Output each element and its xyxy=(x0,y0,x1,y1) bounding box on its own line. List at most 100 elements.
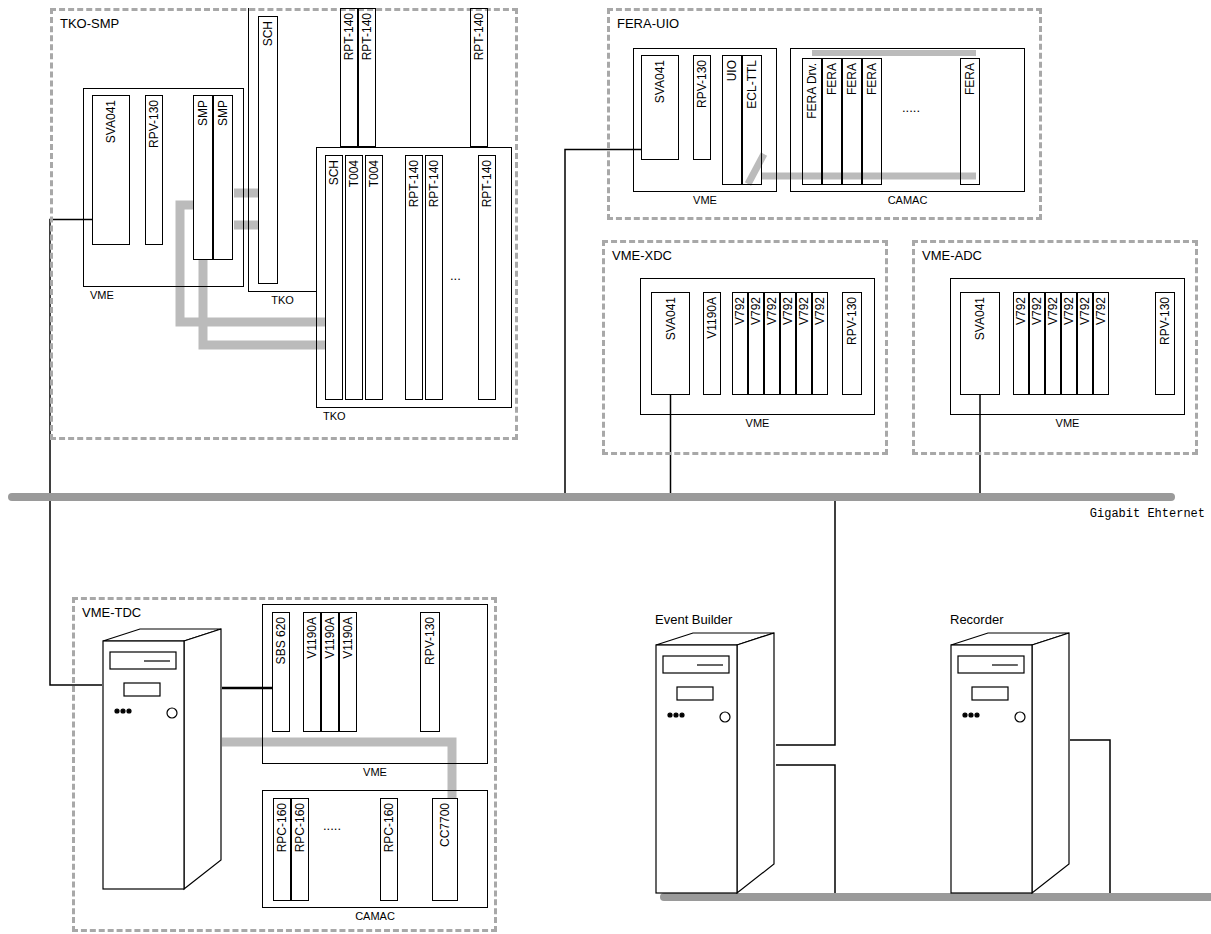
module-slot: FERA xyxy=(960,58,980,185)
crate-label: TKO xyxy=(271,294,294,306)
module-slot: SCH xyxy=(325,155,343,400)
module-name: V792 xyxy=(1062,297,1076,325)
module-name: V792 xyxy=(765,297,779,325)
module-slot: T004 xyxy=(345,155,363,400)
crate-label: CAMAC xyxy=(355,910,395,922)
module-name: FERA xyxy=(865,63,879,95)
crate-label: TKO xyxy=(323,410,346,422)
module-slot: V1190A xyxy=(321,612,339,732)
module-name: RPC-160 xyxy=(293,803,307,852)
module-name: SVA041 xyxy=(104,100,118,143)
module-name: V792 xyxy=(1030,297,1044,325)
module-name: RPV-130 xyxy=(695,60,709,108)
module-name: V792 xyxy=(813,297,827,325)
group-box: VME-XDCVMESVA041V1190AV792V792V792V792V7… xyxy=(602,240,888,455)
module-name: V792 xyxy=(797,297,811,325)
module-name: RPC-160 xyxy=(382,803,396,852)
module-slot: RPV-130 xyxy=(420,612,440,732)
module-name: V1190A xyxy=(341,617,355,659)
network-wire xyxy=(50,501,102,685)
module-slot: UIO xyxy=(722,55,742,185)
led xyxy=(127,709,131,713)
module-slot: RPT-140 xyxy=(478,155,496,400)
module-slot: V792 xyxy=(1029,292,1045,395)
module-slot: FERA xyxy=(862,58,882,185)
crate-label: VME xyxy=(90,289,114,301)
module-name: V792 xyxy=(749,297,763,325)
crate-box: VMESVA041RPV-130UIOECL-TTL xyxy=(633,48,777,192)
crate-label: VME xyxy=(693,194,717,206)
network-wire xyxy=(1070,740,1110,893)
module-name: SCH xyxy=(261,21,275,46)
ellipsis-label: ..... xyxy=(323,818,341,833)
computer-front xyxy=(103,641,184,889)
module-name: UIO xyxy=(725,60,739,81)
crate-box: VMESVA041RPV-130SMPSMP xyxy=(83,88,244,287)
module-name: RPT-140 xyxy=(472,13,486,60)
module-name: SVA041 xyxy=(664,297,678,340)
drive-bay xyxy=(677,687,713,700)
module-slot: SVA041 xyxy=(960,292,1000,395)
crate-label: VME xyxy=(1056,417,1080,429)
module-name: V792 xyxy=(781,297,795,325)
module-name: SCH xyxy=(327,160,341,185)
power-button xyxy=(1015,712,1025,722)
power-button xyxy=(720,712,730,722)
crate-label: CAMAC xyxy=(888,194,928,206)
module-name: RPT-140 xyxy=(427,160,441,207)
module-slot: RPT-140 xyxy=(425,155,443,400)
module-slot: RPC-160 xyxy=(273,798,291,901)
module-slot: V1190A xyxy=(703,292,721,395)
network-link xyxy=(50,220,92,494)
led xyxy=(975,713,979,717)
module-slot: SVA041 xyxy=(641,55,679,160)
group-title: FERA-UIO xyxy=(617,16,679,31)
computer: Event Builder xyxy=(655,612,776,894)
module-name: RPV-130 xyxy=(423,617,437,665)
module-slot: RPV-130 xyxy=(842,292,862,395)
module-name: SVA041 xyxy=(973,297,987,340)
module-slot: RPV-130 xyxy=(145,95,163,245)
module-slot: V792 xyxy=(1013,292,1029,395)
drive-bay xyxy=(124,683,160,696)
network-bus xyxy=(664,893,1211,901)
module-slot: V792 xyxy=(812,292,828,395)
computer-label: Event Builder xyxy=(655,612,732,627)
module-name: T004 xyxy=(347,160,361,187)
led xyxy=(668,713,672,717)
group-title: TKO-SMP xyxy=(60,16,119,31)
module-slot: RPV-130 xyxy=(1155,292,1175,395)
led xyxy=(680,713,684,717)
computer: Recorder xyxy=(950,612,1071,894)
power-button xyxy=(167,708,177,718)
module-slot: SCH xyxy=(258,16,278,284)
module-slot: FERA xyxy=(842,58,862,185)
module-name: FERA xyxy=(963,63,977,95)
module-name: SMP xyxy=(216,100,230,126)
module-name: V792 xyxy=(1014,297,1028,325)
bus-cable xyxy=(222,687,272,690)
module-slot: T004 xyxy=(365,155,383,400)
module-slot: RPT-140 xyxy=(358,8,376,147)
crate-box: VMESVA041V1190AV792V792V792V792V792V792R… xyxy=(640,278,875,415)
computer-icon xyxy=(103,629,221,889)
module-slot: FERA xyxy=(822,58,842,185)
module-name: SVA041 xyxy=(653,60,667,103)
module-slot: V792 xyxy=(796,292,812,395)
module-name: V1190A xyxy=(705,297,719,339)
group-title: VME-ADC xyxy=(922,248,982,263)
computer-front xyxy=(656,645,737,893)
cable xyxy=(234,221,258,230)
led xyxy=(115,709,119,713)
module-slot: CC7700 xyxy=(432,798,458,901)
module-name: V792 xyxy=(733,297,747,325)
module-slot: V792 xyxy=(780,292,796,395)
group-box: TKO-SMPVMESVA041RPV-130SMPSMPTKOSCHRPT-1… xyxy=(50,8,518,440)
module-name: FERA xyxy=(845,63,859,95)
crate-label: VME xyxy=(363,766,387,778)
module-name: RPV-130 xyxy=(147,100,161,148)
network-bus: Gigabit Ehternet xyxy=(8,493,1175,501)
cable xyxy=(234,189,258,198)
module-slot: ECL-TTL xyxy=(742,55,762,185)
module-name: SBS 620 xyxy=(274,617,288,664)
